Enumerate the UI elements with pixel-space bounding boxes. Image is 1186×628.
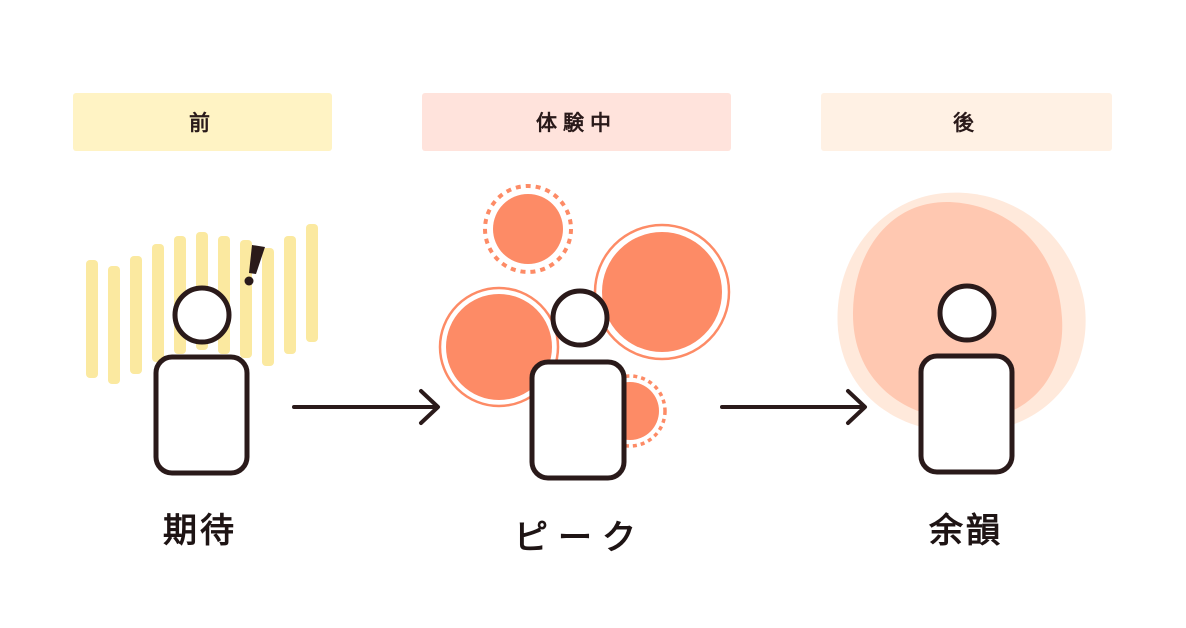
expectation-bar — [306, 224, 318, 342]
exclamation-icon — [244, 245, 265, 286]
expectation-bar — [152, 244, 164, 362]
person-during — [529, 288, 627, 481]
person-head — [937, 283, 997, 343]
peak-circle — [446, 294, 552, 400]
arrow-right-icon — [292, 389, 440, 425]
phase-tag-before: 前 — [73, 93, 332, 151]
person-body — [918, 353, 1015, 475]
peak-circle — [602, 232, 722, 352]
arrow-right-icon — [720, 389, 867, 425]
person-head — [550, 288, 610, 348]
expectation-bars — [86, 224, 318, 384]
person-body — [153, 354, 250, 476]
person-before — [153, 285, 250, 476]
expectation-bar — [86, 260, 98, 378]
stage-label-before: 期待 — [163, 511, 237, 551]
expectation-bar — [130, 256, 142, 374]
peak-circle-dashed-ring — [593, 374, 667, 448]
expectation-bar — [240, 240, 252, 358]
expectation-bar — [262, 248, 274, 366]
peak-circles — [438, 184, 731, 448]
expectation-bar — [108, 266, 120, 384]
person-after — [918, 283, 1015, 475]
peak-circle-dashed-ring — [483, 184, 573, 274]
person-body — [529, 359, 627, 481]
person-head — [172, 285, 232, 345]
stage-label-during: ピーク — [514, 518, 646, 558]
peak-circle — [493, 194, 563, 264]
stage-label-after: 余韻 — [929, 511, 1003, 551]
peak-circle-ring — [438, 286, 560, 408]
phase-tag-after: 後 — [821, 93, 1112, 151]
phase-tag-during: 体験中 — [422, 93, 731, 151]
expectation-bar — [284, 236, 296, 354]
peak-circle-ring — [593, 223, 731, 361]
